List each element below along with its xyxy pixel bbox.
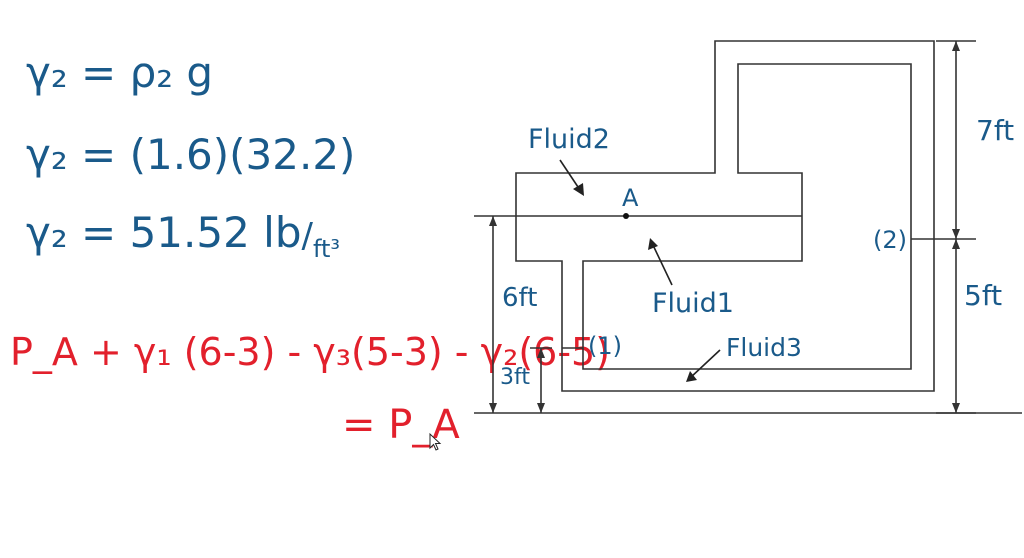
equation-manometer-result: = P_A	[342, 402, 460, 448]
arrowhead-7ft-bottom	[952, 229, 960, 239]
point-1-label: (1)	[588, 332, 622, 360]
dimension-7ft-label: 7ft	[976, 114, 1014, 147]
arrowhead-6ft-bottom	[489, 403, 497, 413]
fluid2-pointer-line	[559, 159, 581, 191]
equation-result-value: γ₂ = 51.52 lb	[26, 208, 302, 257]
mouse-pointer-icon	[429, 432, 442, 451]
dimension-5ft-label: 5ft	[964, 279, 1002, 312]
fluid2-label: Fluid2	[528, 124, 610, 155]
fluid1-label: Fluid1	[652, 288, 734, 319]
dimension-3ft-label: 3ft	[500, 365, 530, 390]
pipe-outer-wall	[515, 40, 935, 392]
equation-specific-weight-def: γ₂ = ρ₂ g	[26, 48, 214, 97]
arrowhead-3ft-top	[537, 348, 545, 358]
point-2-label: (2)	[873, 226, 907, 254]
arrowhead-5ft-top	[952, 239, 960, 249]
point-a-marker	[623, 213, 629, 219]
dimension-6ft-label: 6ft	[502, 283, 537, 313]
fluid1-pointer-line	[651, 242, 673, 286]
equation-manometer: P_A + γ₁ (6-3) - γ₃(5-3) - γ₂(6-5)	[10, 330, 611, 374]
fraction-bar: /	[301, 216, 313, 256]
point-a-label: A	[622, 184, 639, 212]
fluid3-pointer-line	[689, 349, 721, 379]
equation-specific-weight-values: γ₂ = (1.6)(32.2)	[26, 130, 356, 179]
fluid2-pointer-head	[573, 183, 584, 196]
equation-result-unit: ft³	[312, 235, 341, 263]
equation-specific-weight-result: γ₂ = 51.52 lb/ft³	[26, 208, 340, 263]
arrowhead-6ft-top	[489, 216, 497, 226]
arrowhead-7ft-top	[952, 41, 960, 51]
arrowhead-5ft-bottom	[952, 403, 960, 413]
fluid3-label: Fluid3	[726, 333, 802, 362]
pipe-inner-wall	[582, 63, 912, 370]
arrowhead-3ft-bottom	[537, 403, 545, 413]
fluid1-pointer-head	[648, 238, 658, 250]
fluid3-pointer-head	[686, 371, 697, 382]
